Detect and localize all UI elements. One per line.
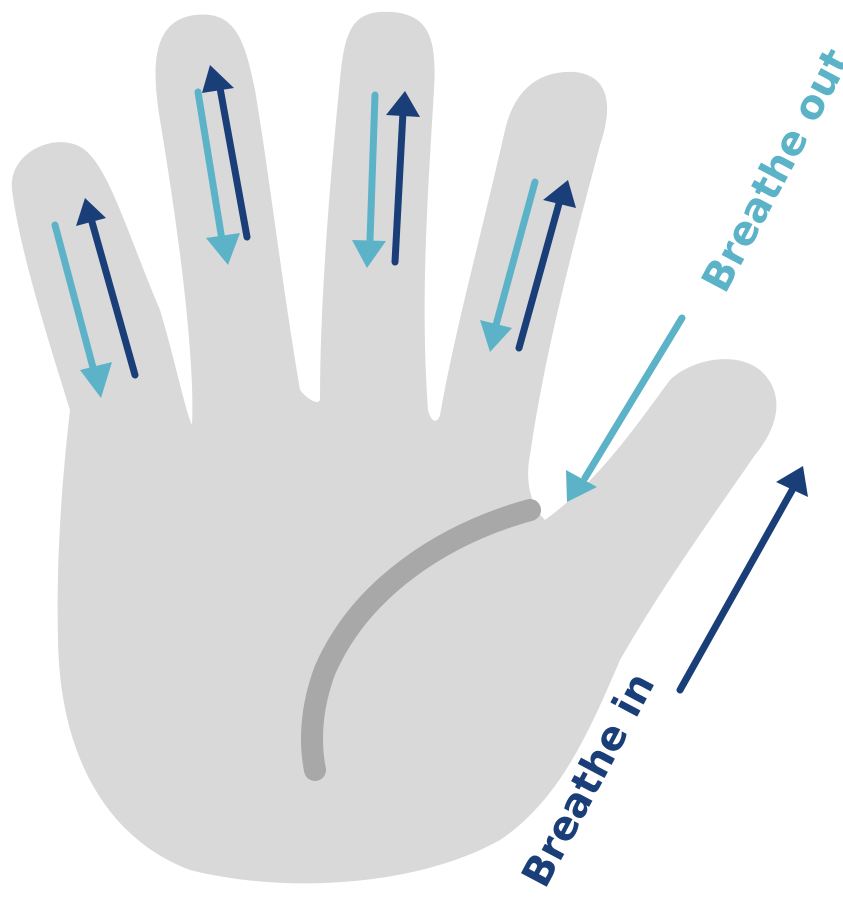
breathe-out-label: Breathe out: [693, 41, 843, 299]
hand-outline: [12, 12, 777, 884]
middle-breathe-out-arrow: [370, 95, 375, 240]
hand-shape: [12, 12, 777, 884]
